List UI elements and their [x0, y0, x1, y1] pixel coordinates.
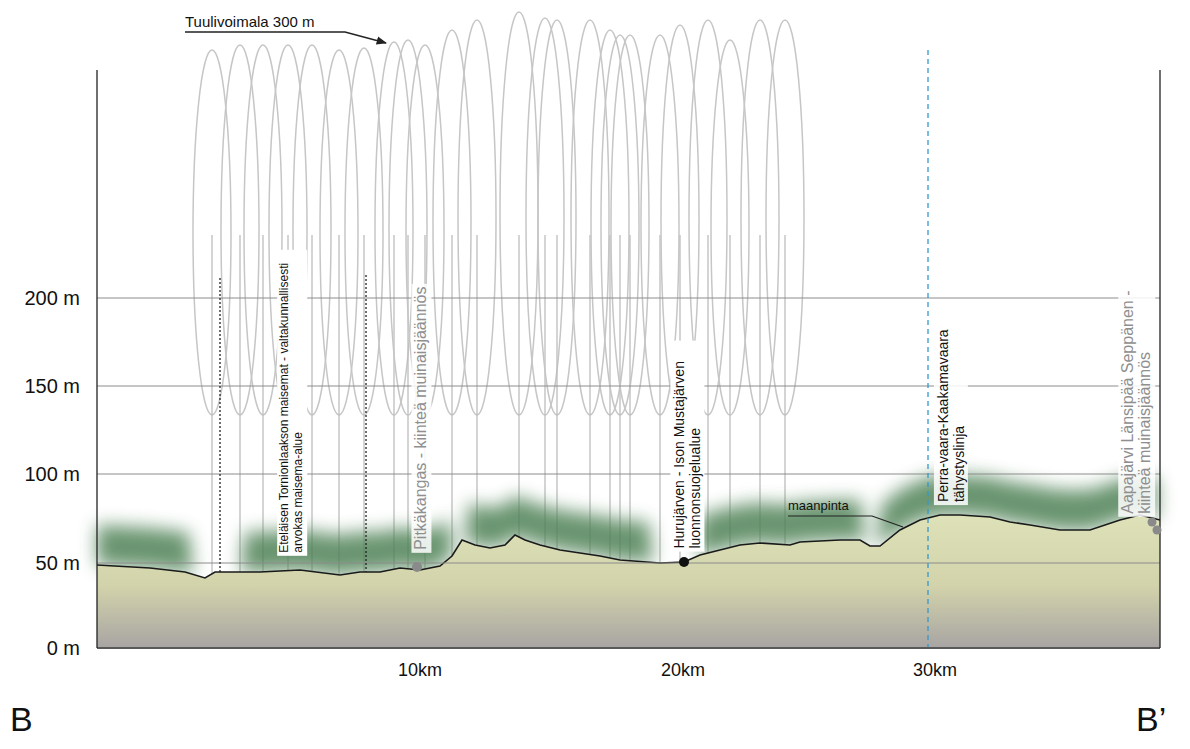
site-dot [412, 562, 422, 572]
turbine-tower [544, 235, 545, 546]
axis-line [96, 70, 97, 648]
section-end-label: B’ [1136, 700, 1166, 739]
turbine-tower [476, 235, 477, 545]
turbine-tower [451, 235, 452, 556]
turbine-tower [609, 235, 610, 558]
turbine-tower [619, 235, 620, 560]
leader-line [185, 32, 386, 43]
turbine-tower [759, 235, 760, 543]
turbine-tower [589, 235, 590, 555]
distance-label: 20km [661, 660, 705, 681]
wind-turbines [193, 12, 804, 575]
landscape-area-label: Eteläisen Tornionlaakson maisemat - valt… [277, 250, 307, 556]
grid-line [97, 474, 1160, 475]
turbine-tower [784, 235, 785, 545]
turbine-tower [239, 235, 240, 572]
axis-label: 50 m [36, 552, 80, 575]
turbine-tower [707, 235, 708, 553]
markers [185, 32, 1162, 647]
distance-label: 10km [398, 660, 442, 681]
ground-fill [97, 515, 1160, 647]
area-boundary [219, 278, 220, 572]
ground-label: maanpinta [788, 499, 849, 514]
site-dot [1148, 518, 1157, 527]
grid-line [97, 298, 1160, 299]
axis-line [1159, 70, 1160, 648]
grid-lines [97, 70, 1160, 648]
nature-reserve-label: Hurujärven - Ison Mustajärven luonnonsuo… [670, 341, 704, 552]
turbine-tower [659, 235, 660, 563]
axis-label: 100 m [24, 463, 80, 486]
ground-line [97, 515, 1160, 578]
heritage-label: Aapajärvi Länsipää Seppänen - kiinteä mu… [1118, 266, 1155, 517]
heritage-label: Pitkäkangas - kiinteä muinaisjäännös [412, 284, 432, 553]
sight-line [927, 50, 928, 647]
axis-label: 200 m [24, 287, 80, 310]
turbine-tower [211, 235, 212, 574]
grid-line [97, 386, 1160, 387]
site-dot [1153, 526, 1162, 535]
turbine-tower [311, 235, 312, 572]
axis-label: 150 m [24, 375, 80, 398]
area-boundary [365, 275, 366, 572]
site-dot [679, 557, 689, 567]
section-end-label: B [10, 700, 33, 739]
axis-label: 0 m [47, 637, 80, 660]
axis-line [97, 647, 1160, 648]
turbine-tower [629, 235, 630, 561]
turbine-tower [338, 235, 339, 575]
ground-profile [97, 515, 1160, 647]
turbine-tower [556, 235, 557, 549]
grid-line [97, 563, 1160, 564]
distance-label: 30km [913, 660, 957, 681]
turbine-tower [393, 235, 394, 569]
turbine-tower [363, 235, 364, 572]
turbine-tower [262, 235, 263, 572]
sight-line-label: Perra-vaara-Kaakamavaara tähystyslinja [934, 299, 968, 505]
turbine-tower [729, 235, 730, 548]
leader-line [788, 516, 903, 527]
turbine-label: Tuulivoimala 300 m [185, 13, 315, 30]
